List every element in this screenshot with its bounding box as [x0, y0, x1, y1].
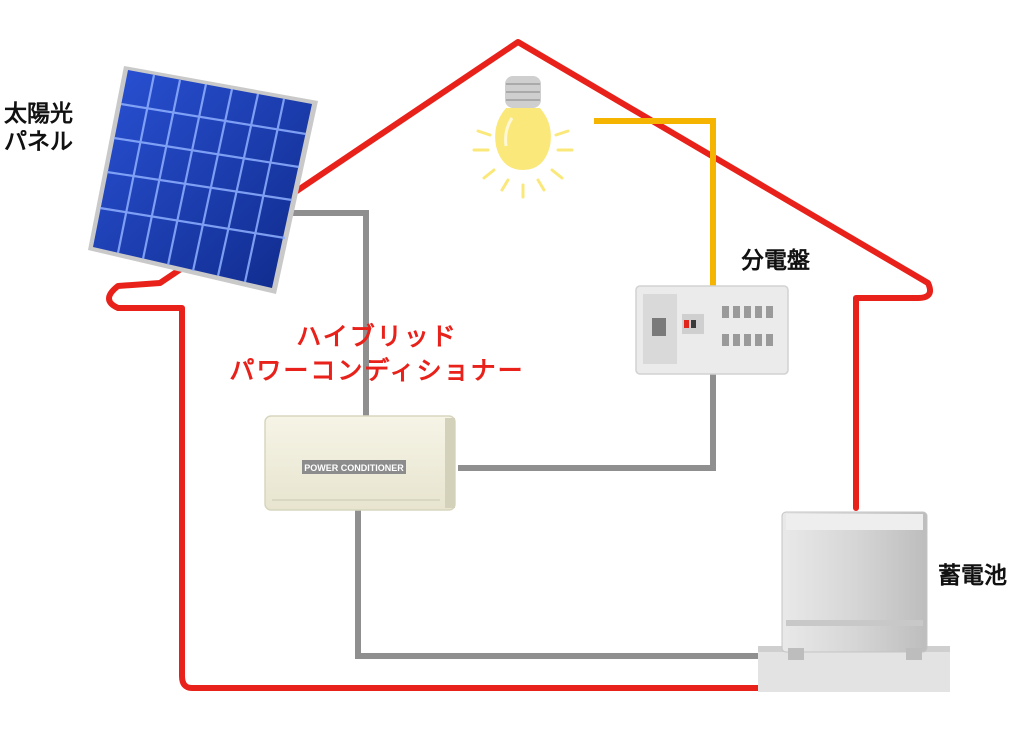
hybrid-power-conditioner-label: ハイブリッド パワーコンディショナー [202, 320, 552, 388]
house-outline [106, 39, 933, 691]
wiring-lines [280, 210, 790, 659]
wire-panel-to-pc [280, 210, 369, 418]
storage-battery-icon [758, 511, 950, 692]
hybrid-power-conditioner-label-line2: パワーコンディショナー [229, 356, 525, 385]
wire-pc-to-battery [355, 510, 790, 659]
wire-pc-to-board [458, 374, 716, 471]
distribution-board-label: 分電盤 [741, 248, 810, 274]
solar-panel-label: 太陽光 パネル [4, 100, 73, 156]
power-conditioner-plate-text: POWER CONDITIONER [304, 463, 404, 473]
solar-panel-label-line1: 太陽光 [4, 101, 73, 127]
storage-battery-label: 蓄電池 [938, 563, 1007, 589]
solar-panel-label-line2: パネル [4, 129, 73, 155]
distribution-board-icon [635, 285, 789, 375]
lighting-wire [594, 118, 716, 286]
power-conditioner-icon: POWER CONDITIONER [264, 415, 456, 511]
solar-panel-icon [88, 66, 318, 294]
light-bulb-icon [472, 76, 574, 199]
hybrid-power-conditioner-label-line1: ハイブリッド [296, 322, 458, 351]
